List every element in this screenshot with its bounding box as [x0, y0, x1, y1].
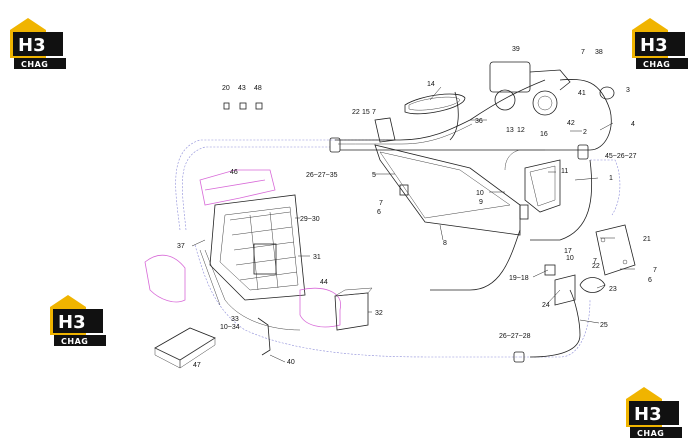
callout-39: 39	[512, 46, 520, 53]
bracket-part-11	[524, 159, 561, 213]
callout-46: 46	[230, 169, 238, 176]
evaporator-bracket	[374, 117, 521, 236]
bracket-part-21	[595, 224, 636, 276]
callout-24: 24	[542, 302, 550, 309]
callout-6b: 6	[648, 277, 652, 284]
callout-21: 21	[643, 236, 651, 243]
filter-box-32	[334, 287, 373, 331]
callout-42: 42	[567, 120, 575, 127]
callout-43: 43	[238, 85, 246, 92]
callout-12: 12	[517, 127, 525, 134]
callout-38: 38	[595, 49, 603, 56]
callout-22a: 22	[352, 109, 360, 116]
callout-20: 20	[222, 85, 230, 92]
callout-7c: 7	[581, 49, 585, 56]
callout-13: 13	[506, 127, 514, 134]
callout-22b: 22	[592, 263, 600, 270]
logo-mark: H3	[18, 35, 46, 56]
callout-7a: 7	[379, 200, 383, 207]
callout-45-26-27: 45~26~27	[605, 153, 637, 160]
callout-3: 3	[626, 87, 630, 94]
callout-36: 36	[475, 118, 483, 125]
callout-labels: 1 2 3 4 5 6 6 7 7 7 7 7 8 9 10 10 11 12 …	[177, 46, 657, 369]
callout-14: 14	[427, 81, 435, 88]
small-parts-20-43-48	[223, 102, 263, 110]
callout-37: 37	[177, 243, 185, 250]
callout-9: 9	[479, 199, 483, 206]
clamp-part-40	[257, 317, 286, 363]
callout-47: 47	[193, 362, 201, 369]
callout-41: 41	[578, 90, 586, 97]
callout-26-27-35: 26~27~35	[306, 172, 338, 179]
callout-10b: 10	[566, 255, 574, 262]
callout-25: 25	[600, 322, 608, 329]
callout-26-27-28: 26~27~28	[499, 333, 531, 340]
o-ring-part-3	[599, 86, 615, 100]
callout-7b: 7	[372, 109, 376, 116]
callout-16: 16	[540, 131, 548, 138]
brand-logo-bottom-right: H3 CHAG	[626, 387, 682, 438]
callout-29-30: 29~30	[300, 216, 320, 223]
callout-11: 11	[561, 168, 568, 175]
brand-logo-top-right: H3 CHAG	[632, 18, 688, 69]
callout-6a: 6	[377, 209, 381, 216]
logo-sub: CHAG	[643, 60, 670, 69]
brand-logo-top-left: H3 CHAG	[10, 18, 66, 69]
brand-logo-mid-left: H3 CHAG	[50, 295, 106, 346]
callout-7e: 7	[653, 267, 657, 274]
main-hoses	[199, 79, 612, 358]
callout-8: 8	[443, 240, 447, 247]
compressor-assembly	[489, 61, 571, 116]
air-ducts	[144, 169, 342, 328]
logo-sub: CHAG	[637, 429, 664, 438]
logo-mark: H3	[634, 404, 662, 425]
callout-7d: 7	[593, 258, 597, 265]
logo-sub: CHAG	[61, 337, 88, 346]
callout-32: 32	[375, 310, 383, 317]
logo-sub: CHAG	[21, 60, 48, 69]
filter-box-47	[154, 327, 216, 369]
callout-4: 4	[631, 121, 635, 128]
hose-clips	[329, 137, 589, 363]
callout-5: 5	[372, 172, 376, 179]
callout-48: 48	[254, 85, 262, 92]
logo-mark: H3	[58, 312, 86, 333]
callout-2: 2	[583, 129, 587, 136]
callout-31: 31	[313, 254, 321, 261]
gasket-part-14	[404, 93, 466, 115]
callout-10-34: 10~34	[220, 324, 240, 331]
hvac-unit	[209, 194, 306, 301]
callout-19-18: 19~18	[509, 275, 529, 282]
logo-mark: H3	[640, 35, 668, 56]
callout-15: 15	[362, 109, 370, 116]
callout-10a: 10	[476, 190, 484, 197]
callout-33: 33	[231, 316, 239, 323]
callout-44: 44	[320, 279, 328, 286]
callout-40: 40	[287, 359, 295, 366]
callout-23: 23	[609, 286, 617, 293]
hose-routing	[175, 139, 621, 358]
leader-lines	[191, 86, 635, 324]
callout-1: 1	[609, 175, 613, 182]
mount-parts-23-24	[554, 274, 606, 306]
callout-17: 17	[564, 248, 572, 255]
